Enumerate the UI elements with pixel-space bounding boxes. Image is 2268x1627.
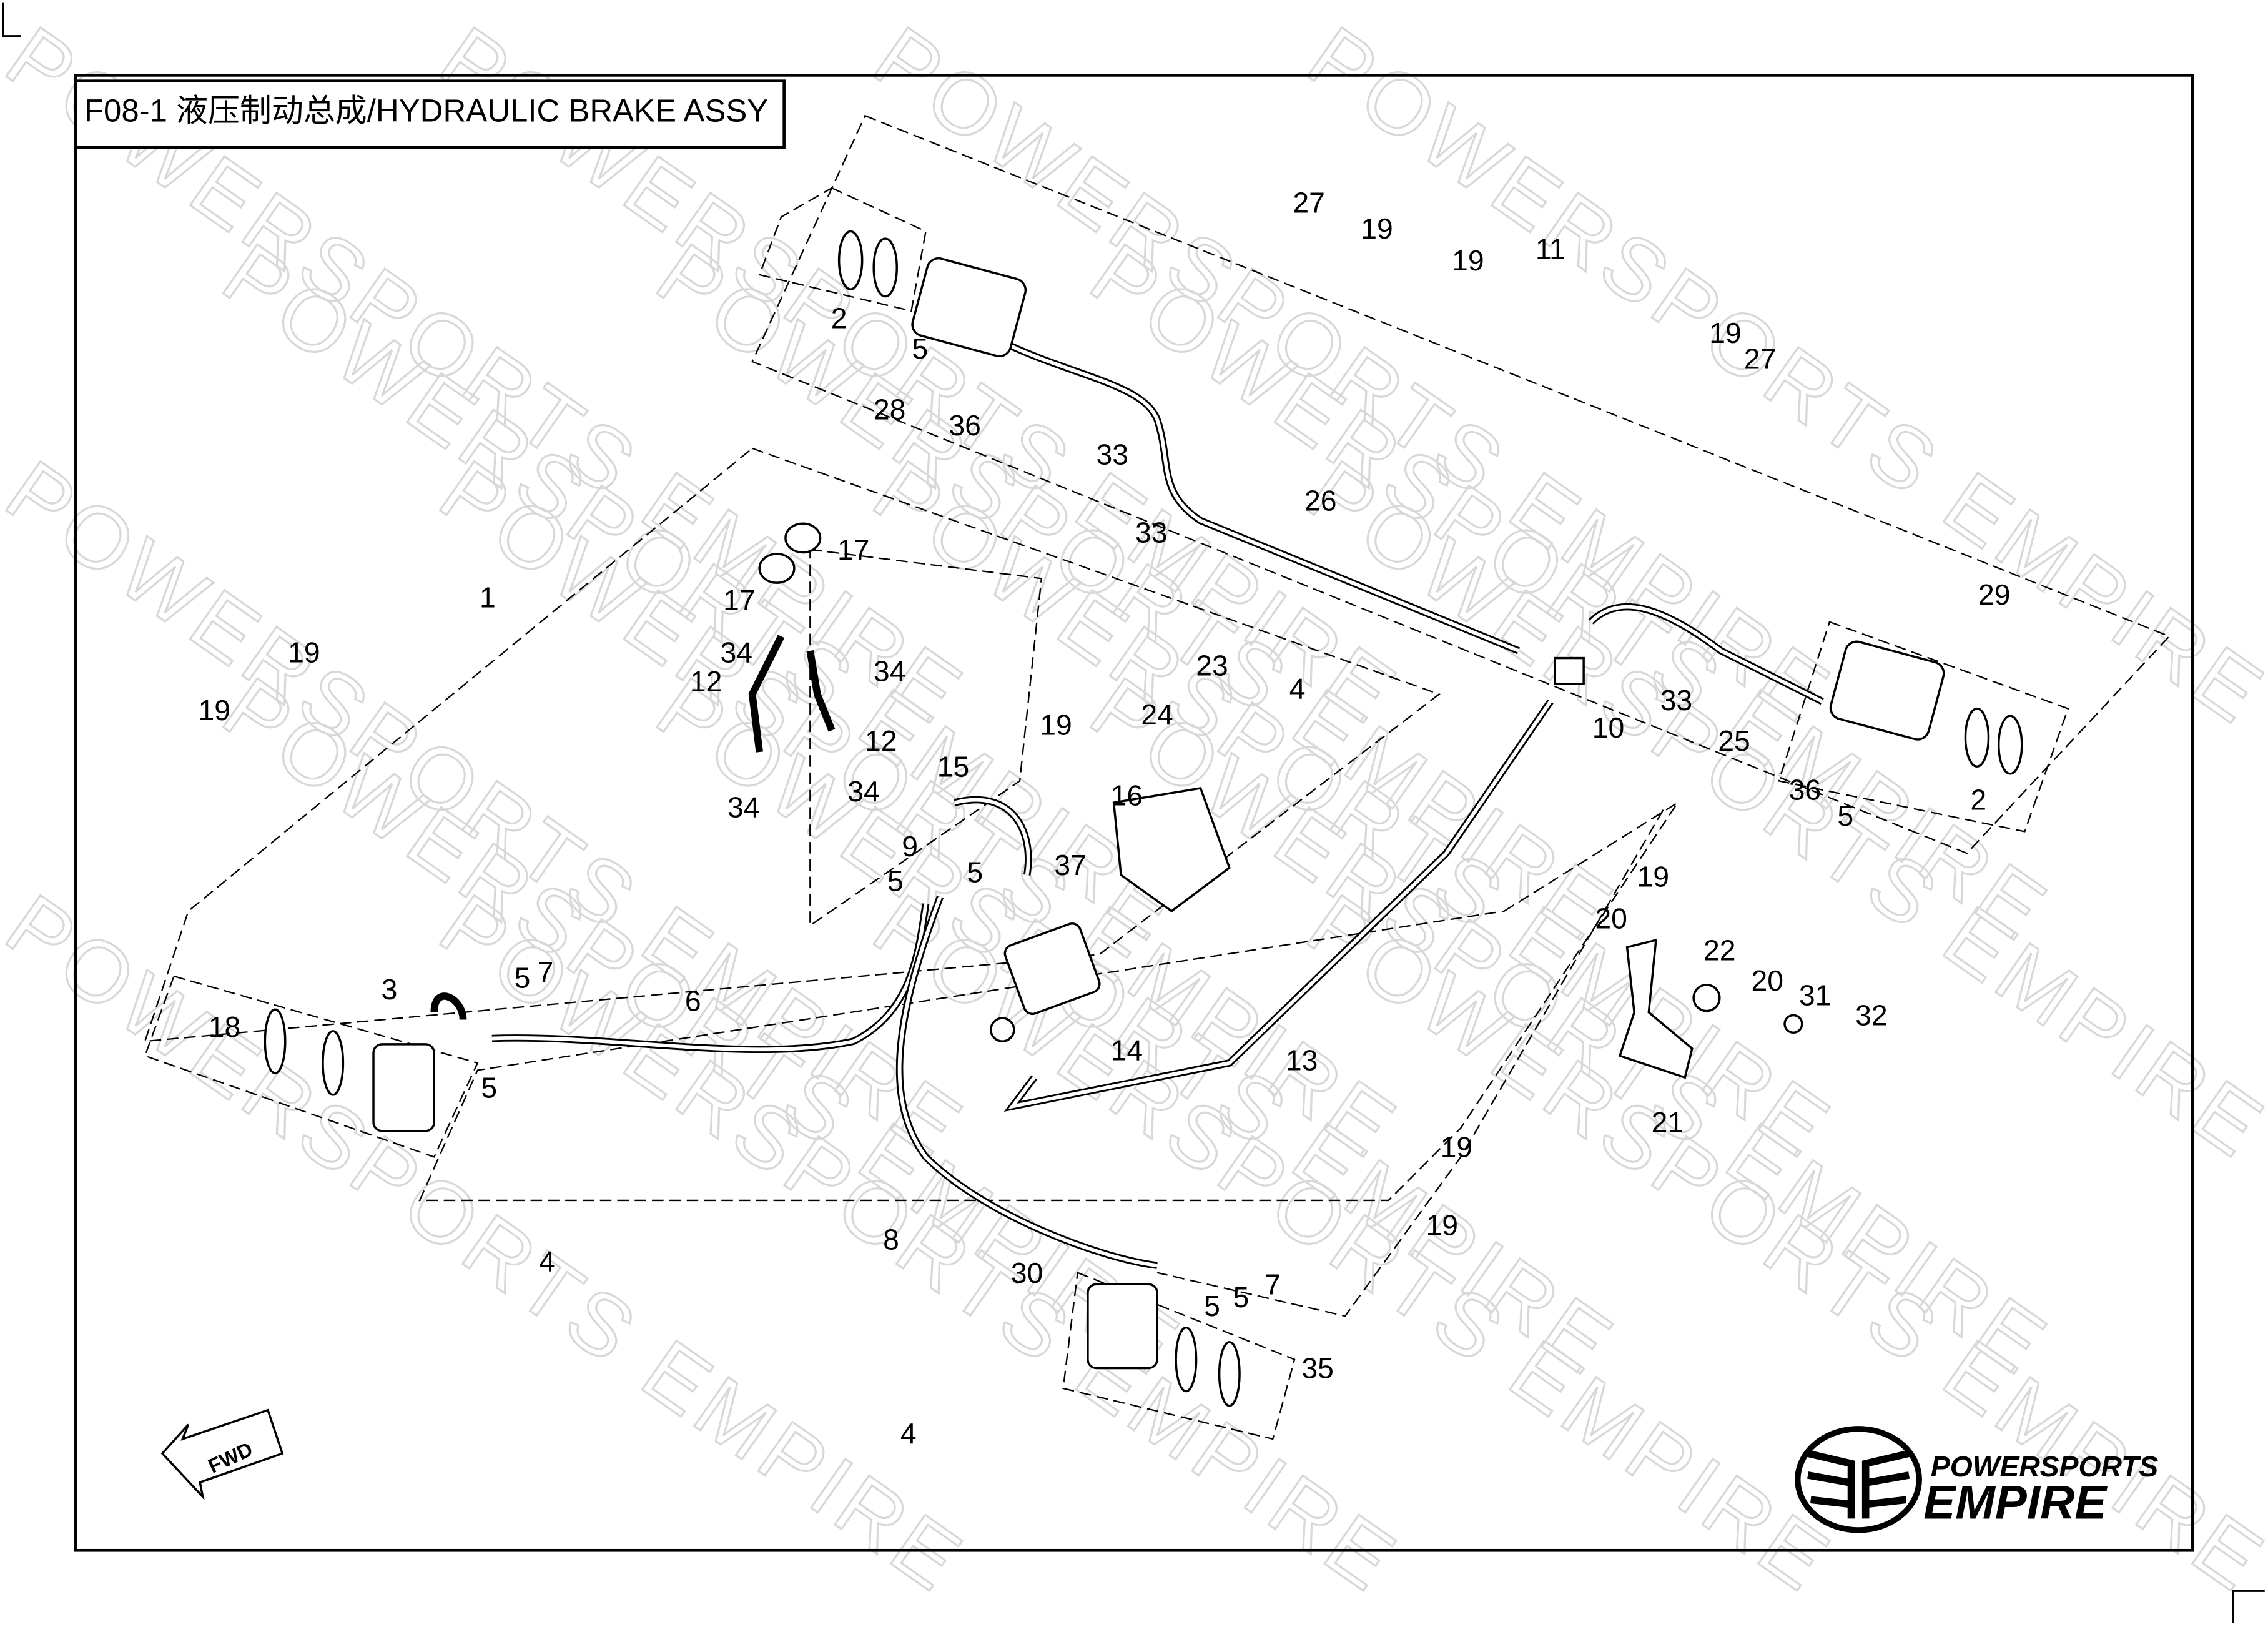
rear-caliper-left <box>372 1043 436 1132</box>
logo-line2: EMPIRE <box>1923 1476 2108 1529</box>
callout-14: 14 <box>1111 1034 1143 1066</box>
callout-34: 34 <box>720 636 752 669</box>
title-box <box>74 79 786 149</box>
callout-9: 9 <box>902 830 918 863</box>
drawing-frame <box>74 74 2194 1552</box>
callout-19: 19 <box>1637 860 1669 893</box>
callout-22: 22 <box>1703 934 1736 967</box>
callout-15: 15 <box>937 750 970 783</box>
master-cylinder <box>1003 922 1101 1016</box>
callout-12: 12 <box>690 665 722 698</box>
callout-8: 8 <box>883 1224 899 1256</box>
callout-4: 4 <box>900 1417 917 1450</box>
master-cylinder-cap <box>990 1017 1015 1042</box>
brake-pad <box>1218 1341 1241 1407</box>
callout-34: 34 <box>847 775 880 808</box>
callout-17: 17 <box>837 533 870 566</box>
pedal-spring <box>1692 984 1721 1012</box>
callout-5: 5 <box>1837 799 1853 832</box>
callout-7: 7 <box>1265 1268 1281 1300</box>
callout-1: 1 <box>480 581 496 614</box>
callout-19: 19 <box>1361 212 1393 245</box>
callout-19: 19 <box>288 636 320 669</box>
callout-4: 4 <box>539 1245 555 1277</box>
reservoir <box>758 553 796 584</box>
callout-5: 5 <box>1233 1281 1249 1313</box>
callout-18: 18 <box>209 1011 240 1043</box>
tee-junction <box>1554 656 1585 685</box>
callout-36: 36 <box>1789 774 1821 806</box>
callout-21: 21 <box>1652 1106 1684 1139</box>
callout-25: 25 <box>1718 724 1750 757</box>
fwd-arrow: FWD <box>160 1408 284 1501</box>
callout-20: 20 <box>1751 964 1783 997</box>
powersports-empire-logo: POWERSPORTS EMPIRE <box>1795 1426 2159 1533</box>
callout-5: 5 <box>481 1072 497 1104</box>
callout-30: 30 <box>1011 1257 1043 1289</box>
brake-pad <box>1964 707 1990 768</box>
rear-caliper-right <box>1087 1283 1158 1370</box>
callout-5: 5 <box>912 332 928 365</box>
callout-4: 4 <box>1289 672 1306 705</box>
brake-pad <box>1175 1326 1198 1393</box>
brake-pad <box>837 230 864 290</box>
front-caliper-left <box>911 257 1027 358</box>
callout-5: 5 <box>1204 1290 1220 1322</box>
callout-19: 19 <box>1452 244 1484 277</box>
callout-5: 5 <box>967 856 983 888</box>
brake-pad <box>264 1008 287 1074</box>
callout-13: 13 <box>1286 1044 1318 1077</box>
logo-line1: POWERSPORTS <box>1931 1450 2159 1483</box>
callout-29: 29 <box>1978 578 2011 611</box>
parts <box>264 230 2023 1407</box>
front-caliper-right <box>1829 640 1945 741</box>
callout-33: 33 <box>1097 438 1129 470</box>
callout-26: 26 <box>1304 484 1337 517</box>
callout-31: 31 <box>1799 979 1832 1011</box>
reservoir <box>784 522 822 554</box>
washer <box>1783 1014 1803 1034</box>
callout-19: 19 <box>1426 1209 1458 1241</box>
callout-28: 28 <box>874 393 906 426</box>
brake-pad <box>872 237 898 298</box>
brake-lines <box>430 336 1824 1269</box>
callout-19: 19 <box>1441 1130 1473 1163</box>
callout-7: 7 <box>538 956 554 988</box>
callout-34: 34 <box>727 791 760 823</box>
callout-3: 3 <box>382 973 398 1006</box>
callout-32: 32 <box>1855 999 1887 1032</box>
master-cylinder-bracket <box>1112 787 1231 912</box>
brake-pad <box>1997 715 2023 775</box>
callout-33: 33 <box>1660 684 1693 716</box>
callout-19: 19 <box>1709 317 1742 349</box>
callout-16: 16 <box>1111 779 1143 812</box>
callout-34: 34 <box>874 655 906 688</box>
callout-10: 10 <box>1592 711 1624 744</box>
callout-36: 36 <box>949 409 981 442</box>
callout-23: 23 <box>1196 649 1228 681</box>
callout-27: 27 <box>1293 186 1325 219</box>
callout-19: 19 <box>1040 708 1072 741</box>
page-title: F08-1 液压制动总成/HYDRAULIC BRAKE ASSY <box>84 93 768 129</box>
callout-11: 11 <box>1536 232 1565 265</box>
callout-20: 20 <box>1595 903 1627 935</box>
callout-2: 2 <box>1970 784 1986 816</box>
callout-12: 12 <box>865 724 897 757</box>
callout-37: 37 <box>1054 849 1087 881</box>
callout-33: 33 <box>1135 516 1168 548</box>
brake-pad <box>322 1030 345 1096</box>
callout-17: 17 <box>723 584 756 616</box>
callout-35: 35 <box>1301 1352 1334 1385</box>
callout-27: 27 <box>1744 342 1776 375</box>
callout-5: 5 <box>887 864 904 897</box>
callout-2: 2 <box>831 302 847 335</box>
brake-pedal <box>1618 938 1694 1079</box>
assembly-outlines <box>144 114 2171 1440</box>
callout-5: 5 <box>515 962 531 994</box>
callout-19: 19 <box>199 694 230 726</box>
callout-24: 24 <box>1141 698 1173 731</box>
callout-6: 6 <box>685 985 701 1017</box>
